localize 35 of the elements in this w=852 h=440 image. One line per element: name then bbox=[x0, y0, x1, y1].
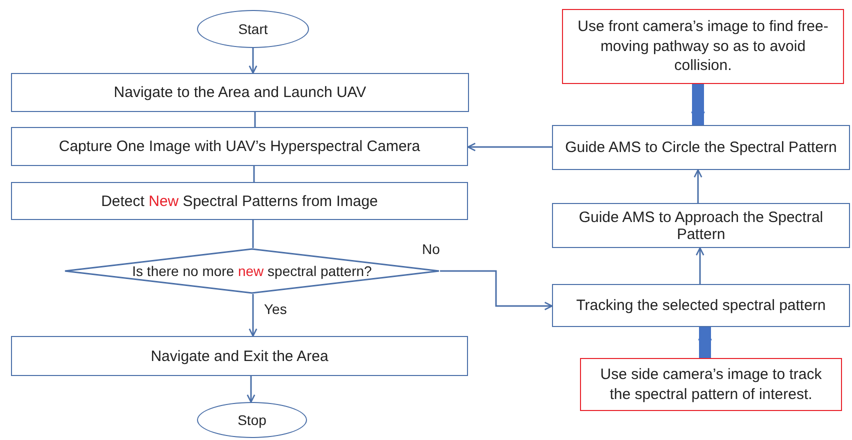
step-text: Capture One Image with UAV’s Hyperspectral Camera bbox=[58, 138, 420, 155]
note-box bbox=[580, 358, 842, 411]
note-box bbox=[562, 9, 844, 84]
process-box bbox=[11, 73, 469, 112]
step-text: Navigate to the Area and Launch UAV bbox=[114, 84, 366, 101]
process-box bbox=[552, 203, 850, 248]
connector-line bbox=[253, 166, 255, 182]
process-box bbox=[552, 284, 850, 327]
block-arrow bbox=[691, 84, 705, 126]
step-text: Detect New Spectral Patterns from Image bbox=[101, 192, 378, 210]
arrow bbox=[696, 247, 704, 284]
process-box bbox=[11, 336, 468, 376]
process-box bbox=[11, 127, 468, 166]
process-box bbox=[552, 125, 850, 170]
arrow bbox=[248, 48, 258, 74]
connector-line bbox=[254, 112, 256, 127]
step-text: Stop bbox=[238, 412, 266, 428]
connector-line bbox=[252, 220, 254, 248]
decision-text: Is there no more new spectral pattern? bbox=[132, 263, 372, 279]
step-text: Use side camera’s image to track the spectral pattern of interest. bbox=[599, 365, 823, 404]
step-text: Use front camera’s image to find free-moving pathway so as to avoid collision. bbox=[576, 17, 830, 76]
edge-label: No bbox=[420, 242, 442, 258]
arrow bbox=[694, 169, 702, 203]
arrow bbox=[440, 270, 553, 310]
step-text: Guide AMS to Approach the Spectral Pattern bbox=[578, 208, 824, 242]
arrow bbox=[467, 142, 552, 152]
step-text: Tracking the selected spectral pattern bbox=[576, 297, 826, 314]
arrow bbox=[246, 376, 256, 403]
step-text: Guide AMS to Circle the Spectral Pattern bbox=[565, 139, 837, 156]
process-box bbox=[11, 182, 468, 220]
step-text: Start bbox=[238, 21, 268, 37]
edge-label: Yes bbox=[262, 302, 289, 318]
arrow bbox=[248, 294, 258, 337]
block-arrow bbox=[698, 326, 712, 358]
step-text: Navigate and Exit the Area bbox=[150, 348, 328, 364]
